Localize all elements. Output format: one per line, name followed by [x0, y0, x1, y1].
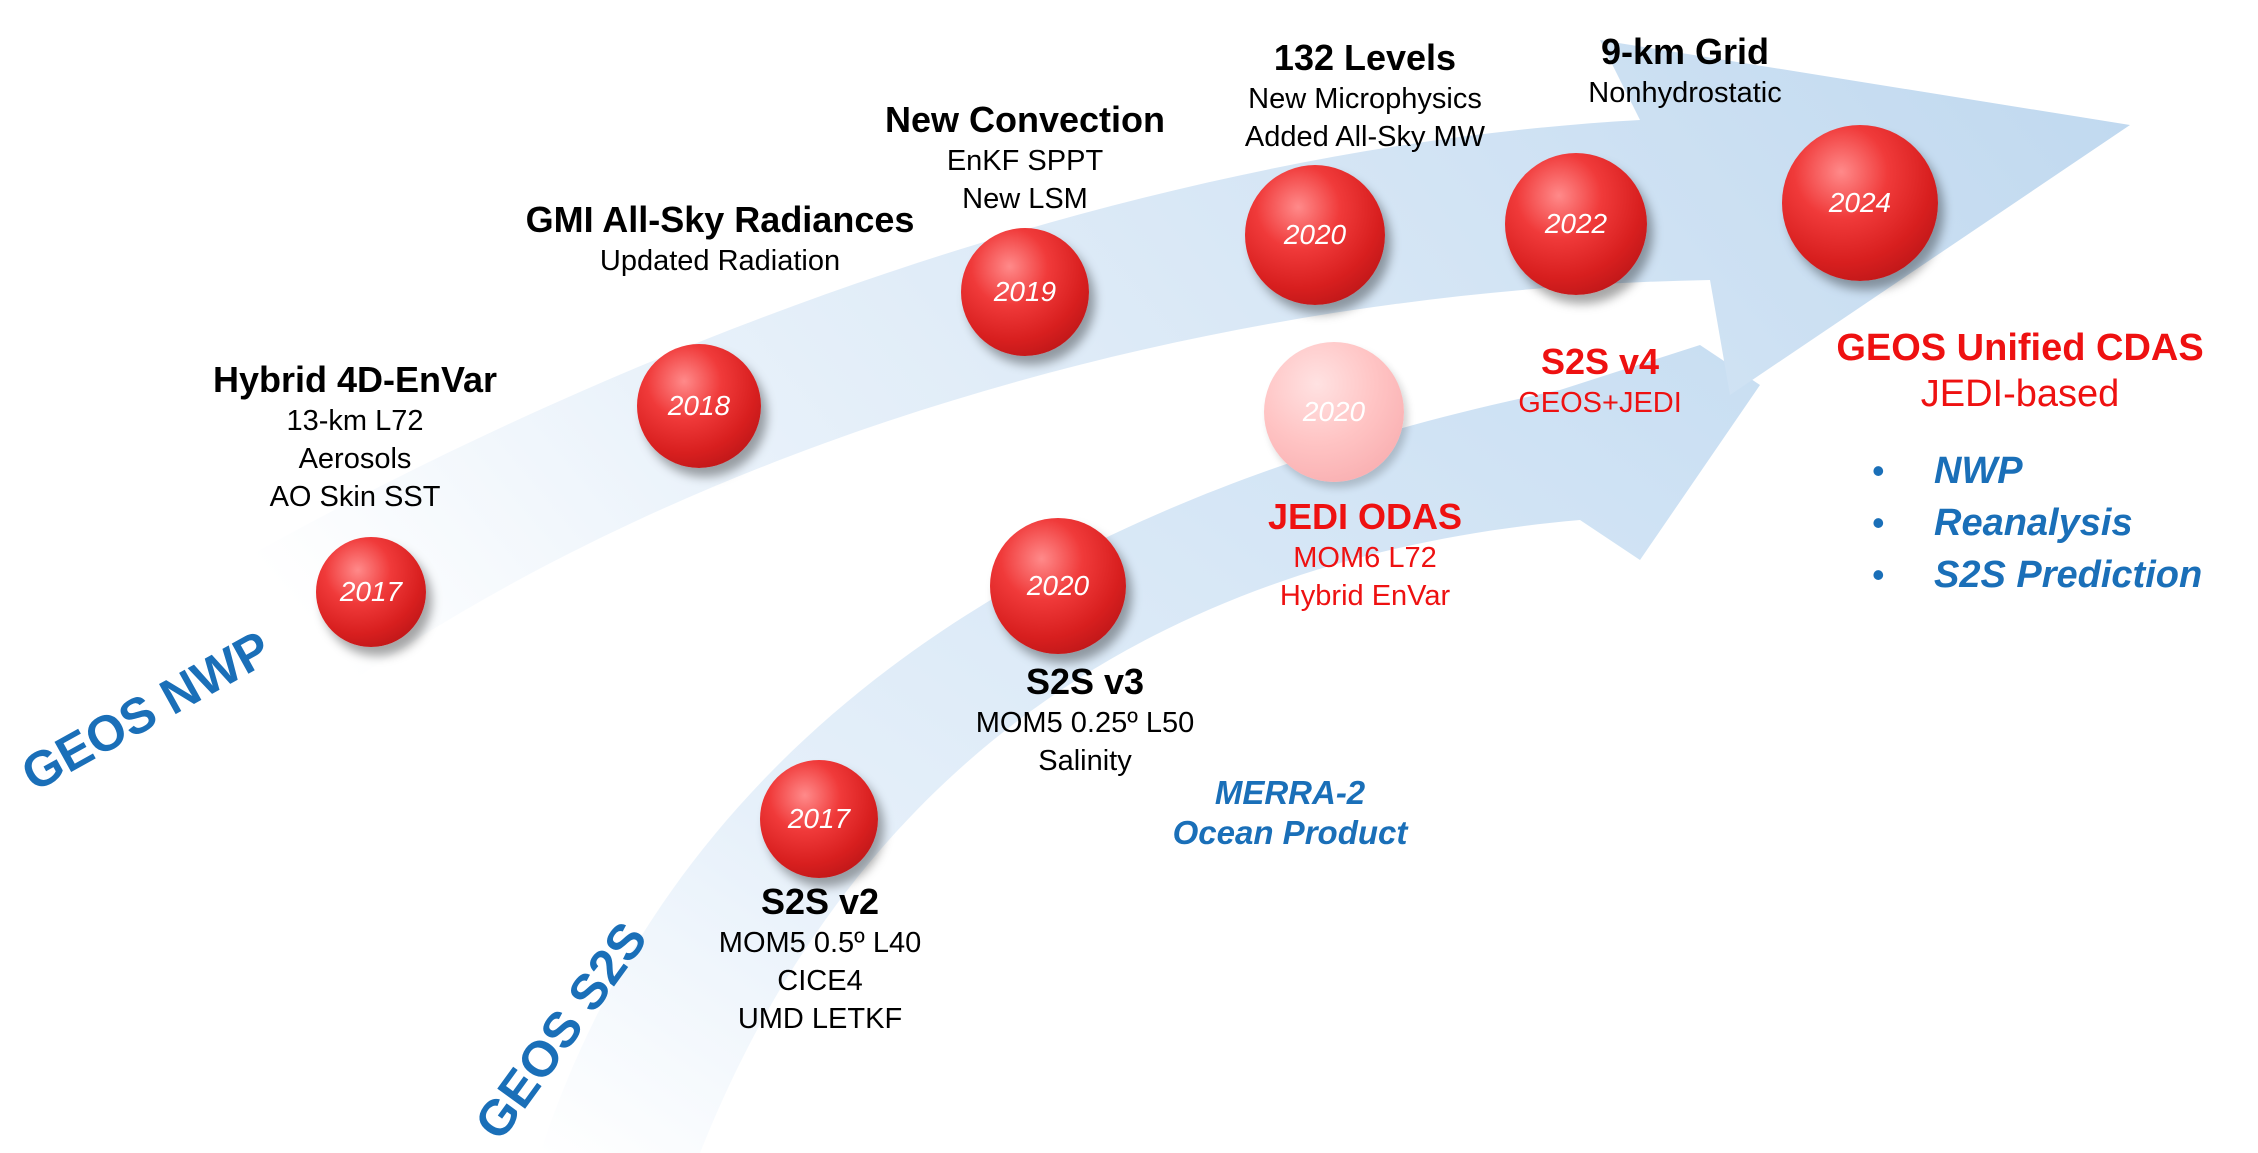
milestone-detail: Salinity: [1038, 745, 1132, 777]
unified-subheading: JEDI-based: [1920, 373, 2120, 415]
s2s-2017-ball: 2017: [760, 760, 878, 878]
milestone-detail: Aerosols: [298, 443, 412, 475]
milestone-detail: Added All-Sky MW: [1244, 121, 1486, 153]
nwp-2019-ball: 2019: [961, 228, 1089, 356]
milestone-detail: New LSM: [962, 183, 1088, 215]
milestone-detail: Nonhydrostatic: [1588, 77, 1782, 109]
milestone-heading: 9-km Grid: [1600, 31, 1770, 72]
bullet-text: S2S Prediction: [1934, 553, 2203, 596]
s2s-2020-label: S2S v3 MOM5 0.25º L50 Salinity: [915, 660, 1255, 780]
jedi-odas-label: JEDI ODAS MOM6 L72 Hybrid EnVar: [1195, 495, 1535, 615]
bullet-item-reanalysis: • Reanalysis: [1872, 497, 2202, 549]
milestone-detail: Updated Radiation: [599, 245, 841, 277]
milestone-detail: MOM6 L72: [1293, 542, 1437, 574]
milestone-heading: JEDI ODAS: [1267, 496, 1463, 537]
s2s-v4-label: S2S v4 GEOS+JEDI: [1450, 340, 1750, 422]
milestone-detail: MOM5 0.5º L40: [718, 927, 922, 959]
milestone-detail: New Microphysics: [1248, 83, 1482, 115]
nwp-2017-ball: 2017: [316, 537, 426, 647]
nwp-2022-ball: 2022: [1505, 153, 1647, 295]
merra-2-label: MERRA-2 Ocean Product: [1100, 773, 1480, 853]
bullet-icon: •: [1872, 450, 1885, 491]
nwp-2018-label: GMI All-Sky Radiances Updated Radiation: [450, 198, 990, 280]
nwp-2020-label: 132 Levels New Microphysics Added All-Sk…: [1165, 36, 1565, 156]
milestone-detail: MOM5 0.25º L50: [975, 707, 1195, 739]
bullet-item-s2s-prediction: • S2S Prediction: [1872, 549, 2202, 601]
milestone-heading: S2S v4: [1540, 341, 1660, 382]
bullet-icon: •: [1872, 502, 1885, 543]
s2s-2020-ball: 2020: [990, 518, 1126, 654]
milestone-detail: EnKF SPPT: [946, 145, 1104, 177]
milestone-detail: 13-km L72: [286, 405, 424, 437]
bullet-item-nwp: • NWP: [1872, 445, 2202, 497]
jedi-odas-2020-ball: 2020: [1264, 342, 1404, 482]
nwp-2018-ball: 2018: [637, 344, 761, 468]
s2s-2017-label: S2S v2 MOM5 0.5º L40 CICE4 UMD LETKF: [650, 880, 990, 1038]
nwp-2019-label: New Convection EnKF SPPT New LSM: [825, 98, 1225, 218]
merra-2-line: Ocean Product: [1172, 814, 1408, 851]
nwp-2020-ball: 2020: [1245, 165, 1385, 305]
bullet-text: NWP: [1934, 449, 2023, 492]
milestone-heading: S2S v3: [1025, 661, 1145, 702]
milestone-heading: Hybrid 4D-EnVar: [212, 359, 498, 400]
milestone-heading: GMI All-Sky Radiances: [525, 199, 915, 240]
unified-heading: GEOS Unified CDAS: [1836, 327, 2204, 369]
nwp-2024-ball: 2024: [1782, 125, 1938, 281]
nwp-2022-label: 9-km Grid Nonhydrostatic: [1535, 30, 1835, 112]
milestone-heading: S2S v2: [760, 881, 880, 922]
unified-cdas-label: GEOS Unified CDAS JEDI-based: [1780, 325, 2258, 417]
milestone-heading: 132 Levels: [1273, 37, 1457, 78]
milestone-detail: GEOS+JEDI: [1518, 387, 1682, 419]
unified-bullet-list: • NWP • Reanalysis • S2S Prediction: [1872, 445, 2202, 601]
bullet-text: Reanalysis: [1934, 501, 2133, 544]
s2s-arrow: [540, 345, 1760, 1153]
merra-2-line: MERRA-2: [1214, 774, 1366, 811]
nwp-2017-label: Hybrid 4D-EnVar 13-km L72 Aerosols AO Sk…: [155, 358, 555, 516]
milestone-detail: UMD LETKF: [737, 1003, 903, 1035]
milestone-detail: AO Skin SST: [269, 481, 441, 513]
milestone-heading: New Convection: [884, 99, 1166, 140]
milestone-detail: Hybrid EnVar: [1279, 580, 1451, 612]
bullet-icon: •: [1872, 554, 1885, 595]
milestone-detail: CICE4: [777, 965, 863, 997]
